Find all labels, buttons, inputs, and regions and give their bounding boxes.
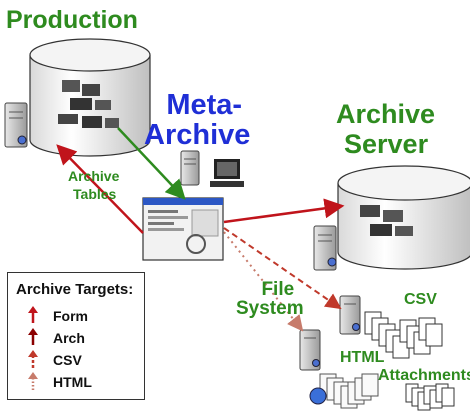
file-system-label-line2: System (236, 298, 304, 319)
production-to-meta-arrow (117, 127, 186, 200)
dotted-arrow-icon (28, 372, 38, 390)
legend-item-html: HTML (8, 371, 144, 391)
attachment-files-icon (405, 383, 455, 411)
legend-title: Archive Targets: (16, 281, 134, 298)
meta-to-csv-arrow (223, 227, 342, 310)
production-database (29, 38, 151, 157)
legend-item-label: Arch (53, 330, 85, 346)
meta-archive-label-line2: Archive (144, 119, 251, 152)
meta-archive-label: Meta- Archive (144, 89, 250, 151)
table-grid-icon (360, 205, 413, 236)
file-system-label-line1: File (261, 279, 295, 300)
legend-item-arch: Arch (8, 327, 144, 347)
meta-to-archive-server-arrow (223, 198, 345, 224)
legend-item-label: HTML (53, 374, 92, 390)
legend-item-label: CSV (53, 352, 82, 368)
solid-arrow-icon (28, 328, 38, 345)
archive-tables-label: Archive Tables (68, 168, 119, 203)
html-label: HTML (340, 349, 385, 366)
dashed-arrow-icon (28, 350, 38, 368)
legend-item-label: Form (53, 308, 88, 324)
csv-label: CSV (404, 291, 437, 308)
table-grid-icon (58, 80, 119, 128)
archive-server-database (337, 165, 470, 270)
archive-server-label: Archive Server (336, 99, 436, 159)
archive-tables-label-line1: Archive (68, 168, 120, 184)
csv-files-icon (364, 311, 443, 359)
meta-archive-app-window (142, 197, 224, 261)
archive-server-icon (313, 225, 337, 271)
archive-server-label-line1: Archive (336, 99, 436, 129)
attachments-label: Attachments (378, 367, 470, 384)
production-label: Production (6, 6, 138, 34)
meta-archive-label-line1: Meta- (166, 89, 243, 121)
file-server-icon (299, 329, 321, 371)
archive-server-label-line2: Server (344, 128, 429, 159)
legend-item-form: Form (8, 305, 144, 325)
meta-to-production-arrow (56, 144, 144, 234)
solid-arrow-icon (28, 306, 38, 323)
file-system-label: File System (236, 280, 304, 318)
production-server-icon (4, 102, 28, 148)
html-files-icon (309, 373, 379, 409)
legend-item-csv: CSV (8, 349, 144, 369)
archive-tables-label-line2: Tables (73, 185, 117, 202)
file-server-icon (339, 295, 361, 335)
workstation-icon (180, 150, 244, 187)
archive-targets-legend: Archive Targets: Form Arch CSV HTML (7, 272, 145, 400)
